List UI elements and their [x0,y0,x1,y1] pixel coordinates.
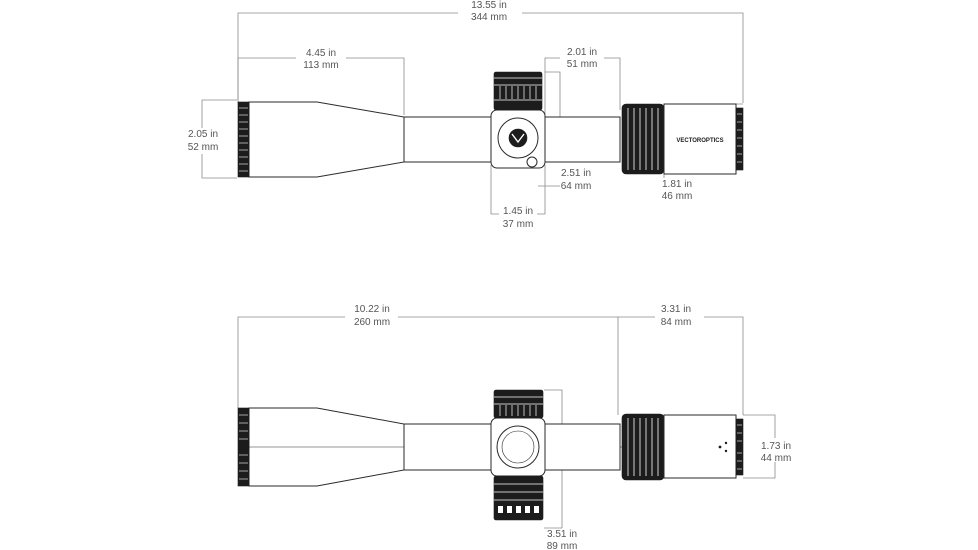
objective-length-mm: 113 mm [303,60,338,71]
side-view: 10.22 in 260 mm 3.31 in 84 mm 1.73 in 44… [237,304,792,550]
front-to-saddle-dimension: 10.22 in 260 mm [237,304,619,415]
front-to-saddle-in: 10.22 in [354,304,390,315]
turret-span-mm: 89 mm [547,541,578,550]
objective-cap-ring [237,101,250,178]
front-to-saddle-mm: 260 mm [354,317,390,328]
illumination-knob [526,156,538,168]
top-view: 13.55 in 344 mm 4.45 in 113 mm 2.05 in 5… [188,0,744,230]
saddle-to-rear-in: 3.31 in [661,304,691,315]
vector-optics-logo-icon [508,128,528,148]
objective-diameter-dimension: 2.05 in 52 mm [188,99,237,179]
overall-length-mm: 344 mm [471,12,507,23]
turret-span-dimension: 3.51 in 89 mm [544,389,578,550]
scope-top-body: VECTOROPTICS [237,71,744,178]
saddle-to-rear-dimension: 3.31 in 84 mm [618,304,744,415]
side-main-tube-front [403,423,492,471]
objective-diameter-in: 2.05 in [188,129,218,140]
eyepiece-diameter-mm: 46 mm [662,191,693,202]
side-main-tube-rear [544,423,621,471]
saddle-width-in: 1.45 in [503,206,533,217]
saddle-width-dimension: 1.45 in 37 mm [490,165,546,230]
ocular-diameter-dimension: 1.73 in 44 mm [743,414,792,479]
ocular-diameter-in: 1.73 in [761,441,791,452]
ocular-diameter-mm: 44 mm [761,453,792,464]
main-tube-rear [544,116,621,163]
side-diopter-ring [735,418,744,476]
eyepiece-diameter-in: 1.81 in [662,179,692,190]
saddle-width-mm: 37 mm [503,219,534,230]
eyepiece-housing [663,103,737,175]
turret-span-in: 3.51 in [547,529,577,540]
eyepiece-bell-length-mm: 51 mm [567,59,598,70]
side-objective-cap-ring [237,407,250,487]
turret-height-in: 2.51 in [561,168,591,179]
main-tube-front [403,116,492,163]
windage-dial [496,425,540,469]
objective-length-dimension: 4.45 in 113 mm [237,48,405,115]
brand-logo-top: VECTOROPTICS [676,138,723,144]
objective-diameter-mm: 52 mm [188,142,219,153]
objective-length-in: 4.45 in [306,48,336,59]
saddle-to-rear-mm: 84 mm [661,317,692,328]
scope-side-body [237,389,744,521]
side-eyepiece-housing [663,414,737,479]
lower-turret-icon [493,475,544,521]
overall-length-in: 13.55 in [471,0,507,11]
eyepiece-bell-length-in: 2.01 in [567,47,597,58]
diopter-ring [735,107,744,171]
eyepiece-bell-length-dimension: 2.01 in 51 mm [544,47,621,115]
turret-height-mm: 64 mm [561,181,592,192]
